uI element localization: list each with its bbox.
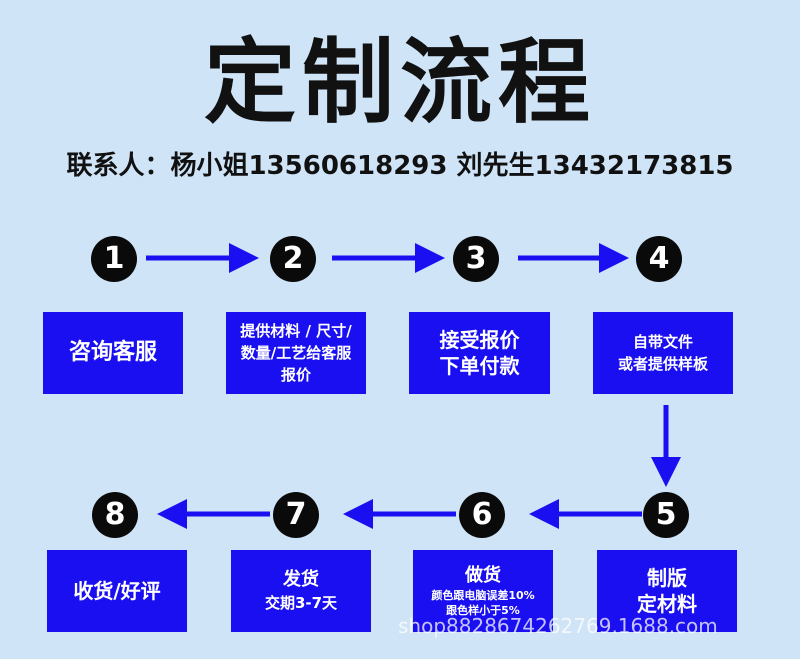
step-7-box: 发货 交期3-7天 xyxy=(231,550,371,632)
step-5-box: 制版 定材料 xyxy=(597,550,737,632)
step-5-number: 5 xyxy=(643,492,689,538)
step-4-number: 4 xyxy=(636,236,682,282)
step-1-line-1: 咨询客服 xyxy=(68,340,157,365)
step-7-line-2: 交期3-7天 xyxy=(264,594,338,612)
step-6-line-1: 做货 xyxy=(465,565,501,586)
step-6-line-3: 跟色样小于5% xyxy=(446,604,520,617)
step-2-number: 2 xyxy=(270,236,316,282)
step-1-number: 1 xyxy=(91,236,137,282)
step-4-line-1: 自带文件 xyxy=(632,333,693,351)
step-3-box: 接受报价 下单付款 xyxy=(409,312,550,394)
step-2-line-2: 数量/工艺给客服 xyxy=(240,344,352,362)
step-3-number: 3 xyxy=(453,236,499,282)
step-6-box: 做货 颜色跟电脑误差10% 跟色样小于5% xyxy=(413,550,553,632)
step-8-box: 收货/好评 xyxy=(47,550,187,632)
step-8-number: 8 xyxy=(92,492,138,538)
step-4-line-2: 或者提供样板 xyxy=(617,355,708,373)
step-2-line-3: 报价 xyxy=(280,366,311,384)
step-4-box: 自带文件 或者提供样板 xyxy=(593,312,733,394)
step-2-box: 提供材料 / 尺寸/ 数量/工艺给客服 报价 xyxy=(226,312,366,394)
step-6-number: 6 xyxy=(459,492,505,538)
shop-watermark: shop882867426​2769.1688.com xyxy=(398,614,718,638)
step-3-line-2: 下单付款 xyxy=(439,354,520,378)
step-7-line-1: 发货 xyxy=(283,569,319,590)
step-7-number: 7 xyxy=(273,492,319,538)
page-title: 定制流程 xyxy=(203,29,596,136)
step-1-box: 咨询客服 xyxy=(43,312,183,394)
step-6-line-2: 颜色跟电脑误差10% xyxy=(431,589,535,602)
step-5-line-1: 制版 xyxy=(647,566,687,590)
step-8-line-1: 收货/好评 xyxy=(73,579,161,603)
step-2-line-1: 提供材料 / 尺寸/ xyxy=(240,322,352,340)
contact-info: 联系人：杨小姐13560618293 刘先生13432173815 xyxy=(66,151,734,181)
step-5-line-2: 定材料 xyxy=(637,592,697,616)
step-3-line-1: 接受报价 xyxy=(439,328,520,352)
